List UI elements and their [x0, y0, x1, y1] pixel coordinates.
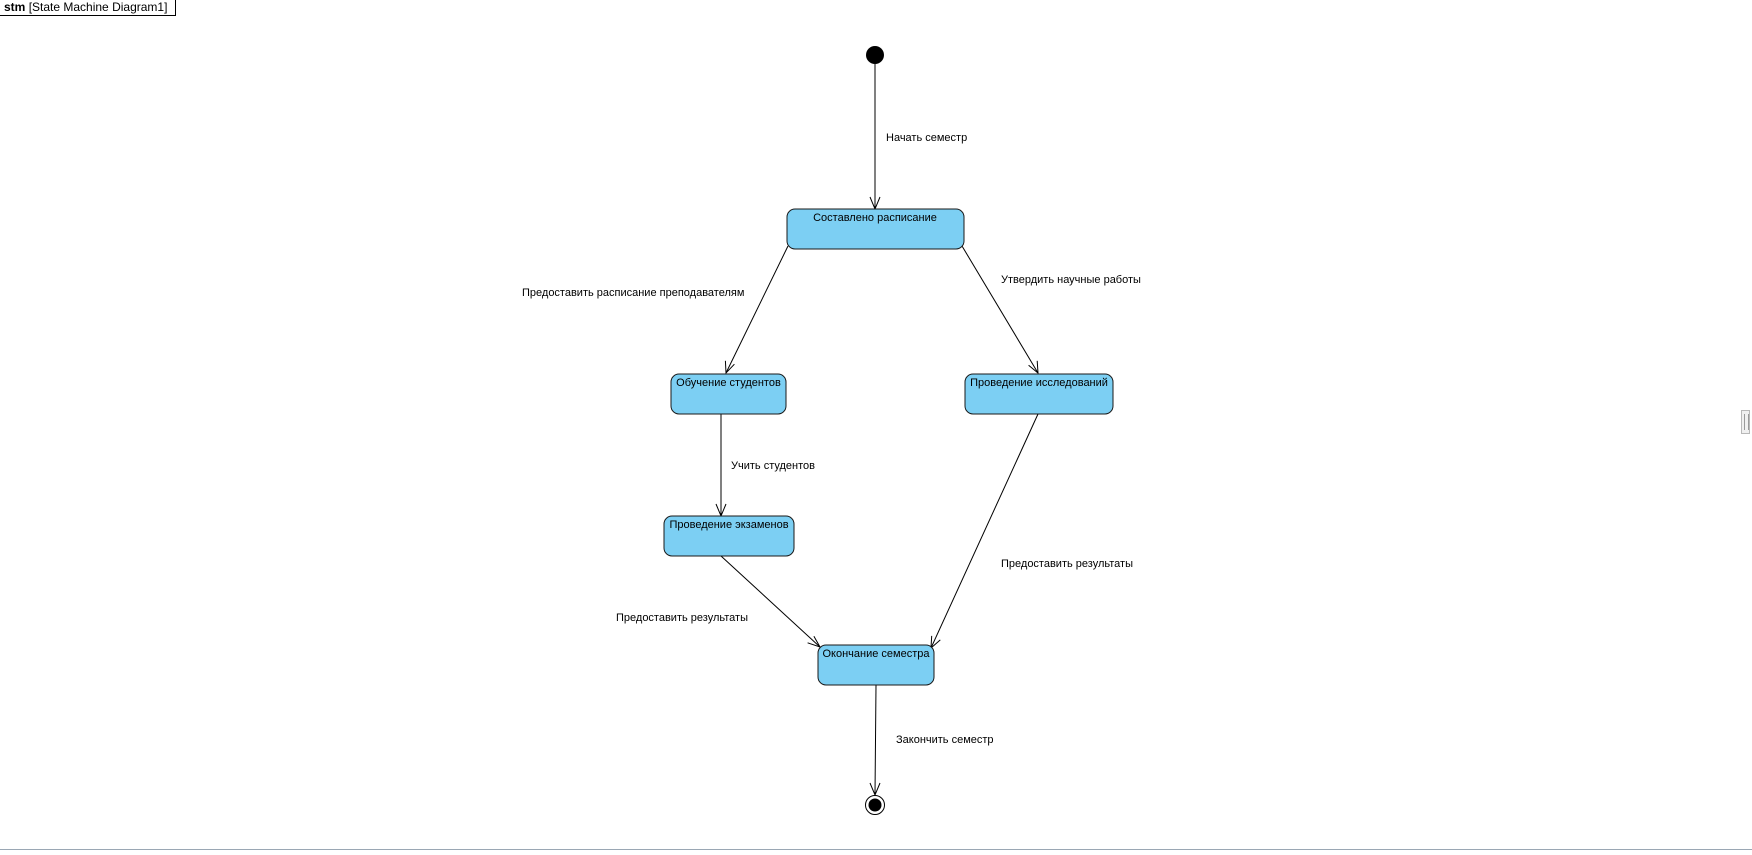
svg-text:Проведение экзаменов: Проведение экзаменов — [669, 519, 788, 531]
svg-text:Учить студентов: Учить студентов — [731, 460, 815, 472]
svg-text:Предоставить расписание препод: Предоставить расписание преподавателям — [522, 287, 744, 299]
state-schedule-created[interactable]: Составлено расписание — [786, 208, 965, 250]
svg-text:Закончить семестр: Закончить семестр — [896, 734, 994, 746]
svg-text:Окончание семестра: Окончание семестра — [823, 648, 931, 660]
transition-label: Начать семестр — [886, 132, 967, 144]
transition-label: Утвердить научные работы — [1001, 274, 1141, 286]
frame-name: [State Machine Diagram1] — [28, 0, 168, 14]
svg-text:Предоставить результаты: Предоставить результаты — [1001, 558, 1133, 570]
svg-text:Обучение студентов: Обучение студентов — [676, 377, 781, 389]
transition-s2-s4[interactable] — [715, 414, 727, 518]
state-teaching-students[interactable]: Обучение студентов — [670, 373, 787, 415]
final-node[interactable] — [865, 795, 885, 815]
transition-start-semester[interactable] — [869, 64, 881, 211]
transition-s4-s5[interactable] — [720, 555, 822, 648]
svg-text:Проведение исследований: Проведение исследований — [970, 377, 1108, 389]
frame-keyword: stm — [4, 0, 26, 14]
svg-text:Утвердить научные работы: Утвердить научные работы — [1001, 274, 1141, 286]
state-conducting-research[interactable]: Проведение исследований — [964, 373, 1114, 415]
bottom-border — [0, 849, 1752, 850]
transition-label: Учить студентов — [731, 460, 815, 472]
resize-handle[interactable] — [1741, 410, 1750, 434]
transition-label: Предоставить расписание преподавателям — [522, 287, 744, 299]
frame-header: stm [State Machine Diagram1] — [0, 0, 177, 16]
transition-label: Предоставить результаты — [1001, 558, 1133, 570]
svg-text:Начать семестр: Начать семестр — [886, 132, 967, 144]
state-semester-end[interactable]: Окончание семестра — [817, 644, 935, 686]
transition-label: Предоставить результаты — [616, 612, 748, 624]
transition-s3-s5[interactable] — [930, 413, 1039, 650]
svg-text:Составлено расписание: Составлено расписание — [813, 212, 937, 224]
initial-node[interactable] — [866, 46, 884, 64]
state-conducting-exams[interactable]: Проведение экзаменов — [663, 515, 795, 557]
svg-text:Предоставить результаты: Предоставить результаты — [616, 612, 748, 624]
transition-end-semester[interactable] — [869, 684, 881, 797]
transition-label: Закончить семестр — [896, 734, 994, 746]
transition-s1-s2[interactable] — [724, 245, 789, 375]
transition-s1-s3[interactable] — [961, 245, 1039, 375]
